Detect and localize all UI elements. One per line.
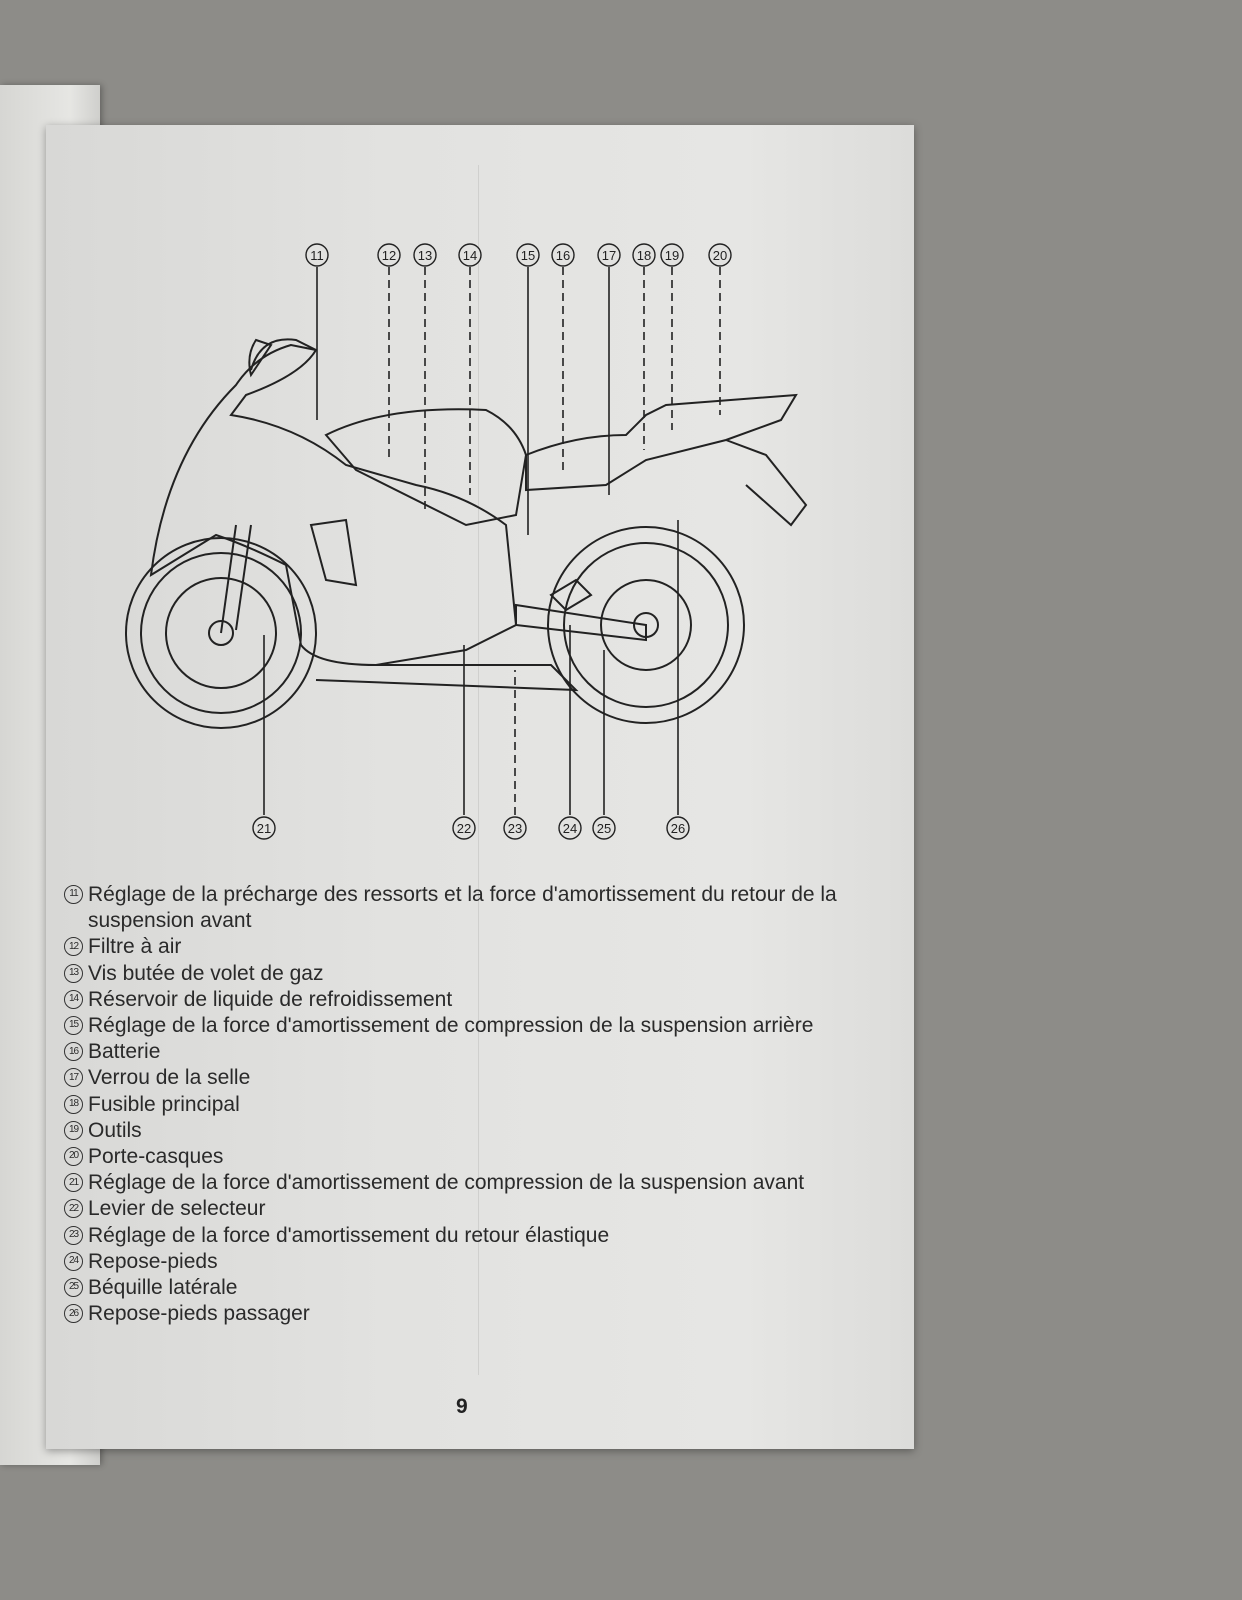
legend-number-badge: 12 [64, 937, 83, 957]
legend-text: Réglage de la force d'amortissement de c… [88, 1014, 814, 1038]
svg-text:14: 14 [463, 248, 477, 263]
legend-number-badge: 23 [64, 1225, 83, 1245]
callout-17: 17 [597, 243, 621, 267]
legend-number-badge: 22 [64, 1199, 83, 1219]
front-fork [220, 524, 252, 634]
callout-20: 20 [708, 243, 732, 267]
svg-text:19: 19 [665, 248, 679, 263]
legend-number-badge: 18 [64, 1094, 83, 1114]
legend-text: Repose-pieds passager [88, 1302, 310, 1326]
callout-24: 24 [558, 816, 582, 840]
footrest-bracket [549, 578, 593, 612]
callout-22: 22 [452, 816, 476, 840]
svg-text:12: 12 [382, 248, 396, 263]
svg-text:25: 25 [597, 821, 611, 836]
legend-number-badge: 19 [64, 1120, 83, 1140]
legend-text: Outils [88, 1118, 142, 1142]
callout-25: 25 [592, 816, 616, 840]
svg-text:13: 13 [418, 248, 432, 263]
callout-14: 14 [458, 243, 482, 267]
svg-text:15: 15 [521, 248, 535, 263]
windscreen [250, 338, 317, 371]
bottom-callouts: 21 22 23 24 25 26 [252, 816, 690, 840]
legend-number-badge: 24 [64, 1251, 83, 1271]
mirror [248, 338, 273, 378]
intake-vent [309, 518, 358, 587]
svg-text:22: 22 [457, 821, 471, 836]
callout-13: 13 [413, 243, 437, 267]
seat [525, 393, 798, 492]
legend-number-badge: 14 [64, 989, 83, 1009]
legend-text: Béquille latérale [88, 1276, 238, 1300]
callout-12: 12 [377, 243, 401, 267]
legend-number-badge: 16 [64, 1042, 83, 1062]
callout-19: 19 [660, 243, 684, 267]
callout-11: 11 [305, 243, 329, 267]
legend-text: Filtre à air [88, 935, 182, 959]
svg-text:16: 16 [556, 248, 570, 263]
svg-text:21: 21 [257, 821, 271, 836]
callout-26: 26 [666, 816, 690, 840]
legend-number-badge: 15 [64, 1016, 83, 1036]
fairing [149, 343, 518, 667]
svg-text:26: 26 [671, 821, 685, 836]
tail [725, 439, 808, 527]
parts-legend-list: 11 Réglage de la précharge des ressorts e… [64, 882, 894, 1327]
legend-text: Porte-casques [88, 1145, 224, 1169]
legend-number-badge: 25 [64, 1278, 83, 1298]
legend-item: 11 Réglage de la précharge des ressorts e… [64, 882, 894, 934]
legend-text: Réglage de la précharge des ressorts et … [88, 883, 837, 933]
svg-text:11: 11 [310, 248, 324, 263]
callout-18: 18 [632, 243, 656, 267]
legend-text: Batterie [88, 1040, 161, 1064]
front-wheel [125, 537, 317, 729]
legend-number-badge: 11 [64, 885, 83, 904]
manual-page: 11 12 13 14 15 16 17 18 19 20 21 22 23 2… [46, 125, 914, 1449]
legend-number-badge: 13 [64, 963, 83, 983]
legend-text: Réglage de la force d'amortissement de c… [88, 1171, 805, 1195]
leader-lines [263, 267, 721, 815]
legend-number-badge: 17 [64, 1068, 83, 1088]
svg-text:24: 24 [563, 821, 577, 836]
legend-text: Levier de selecteur [88, 1197, 266, 1221]
callout-15: 15 [516, 243, 540, 267]
legend-text: Verrou de la selle [88, 1066, 251, 1090]
callout-23: 23 [503, 816, 527, 840]
motorcycle-diagram: 11 12 13 14 15 16 17 18 19 20 21 22 23 2… [125, 243, 808, 840]
legend-text: Repose-pieds [88, 1249, 218, 1273]
legend-number-badge: 20 [64, 1147, 83, 1167]
legend-number-badge: 26 [64, 1304, 83, 1324]
legend-text: Réservoir de liquide de refroidissement [88, 987, 453, 1011]
legend-text: Fusible principal [88, 1092, 240, 1116]
legend-text: Vis butée de volet de gaz [88, 961, 324, 985]
svg-text:20: 20 [713, 248, 727, 263]
top-callouts: 11 12 13 14 15 16 17 18 19 20 [305, 243, 732, 267]
legend-text: Réglage de la force d'amortissement du r… [88, 1223, 610, 1247]
column-divider-showthrough [478, 165, 479, 1375]
svg-text:23: 23 [508, 821, 522, 836]
swingarm [515, 603, 647, 642]
page-number: 9 [456, 1395, 468, 1418]
callout-21: 21 [252, 816, 276, 840]
lower-fairing [315, 664, 579, 692]
svg-text:17: 17 [602, 248, 616, 263]
legend-number-badge: 21 [64, 1173, 83, 1193]
callout-16: 16 [551, 243, 575, 267]
svg-text:18: 18 [637, 248, 651, 263]
